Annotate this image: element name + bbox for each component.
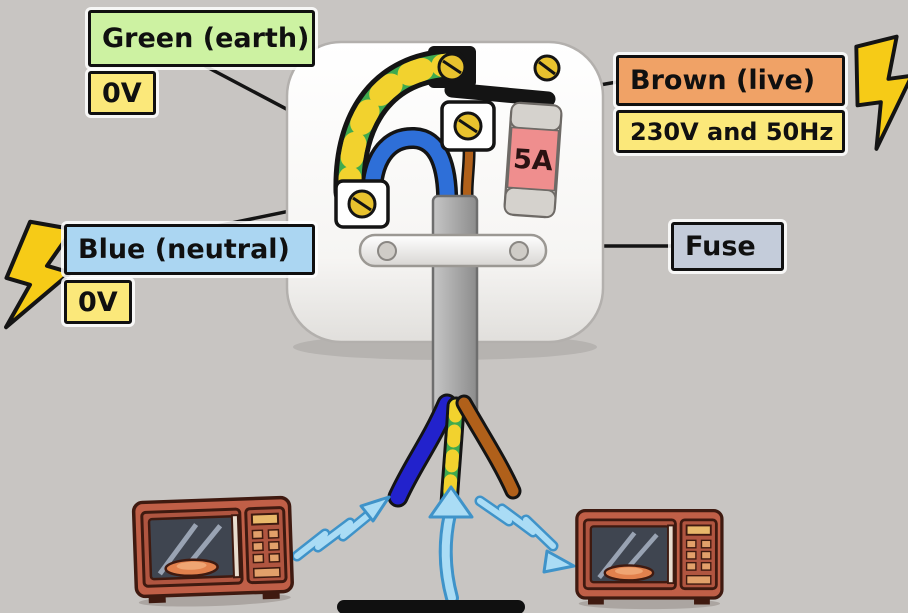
live-busbar bbox=[444, 82, 556, 107]
arrow-head-icon bbox=[428, 485, 474, 519]
fuse-cartridge: 5A bbox=[503, 101, 563, 219]
bottom-bar bbox=[337, 600, 525, 613]
plug: 5A bbox=[285, 40, 605, 416]
microwave-left bbox=[133, 497, 293, 608]
label-fuse: Fuse bbox=[671, 222, 784, 271]
arrow-head-icon bbox=[359, 495, 391, 523]
earth-terminal-screw bbox=[437, 52, 467, 82]
microwave-right bbox=[577, 511, 722, 610]
label-neutral-voltage: 0V bbox=[64, 280, 132, 324]
earth-wire bbox=[333, 48, 467, 209]
label-live: Brown (live) bbox=[616, 55, 845, 106]
label-live-voltage: 230V and 50Hz bbox=[616, 110, 845, 153]
frayed-live-wire bbox=[458, 397, 519, 497]
neutral-wire bbox=[361, 127, 459, 224]
cord-grip bbox=[358, 233, 548, 268]
live-terminal bbox=[440, 100, 496, 152]
cable bbox=[431, 194, 479, 416]
arrow-head-icon bbox=[542, 549, 576, 574]
frayed-wires bbox=[387, 393, 522, 514]
lightning-bolt-right-icon bbox=[841, 33, 908, 153]
label-earth-voltage: 0V bbox=[88, 71, 156, 115]
fuse-rating: 5A bbox=[512, 144, 554, 178]
electric-arrows bbox=[291, 485, 576, 605]
neutral-terminal bbox=[334, 179, 390, 229]
label-neutral: Blue (neutral) bbox=[64, 224, 315, 275]
frayed-neutral-wire bbox=[390, 396, 455, 505]
label-earth: Green (earth) bbox=[88, 10, 315, 67]
fuse-top-screw bbox=[533, 54, 561, 82]
